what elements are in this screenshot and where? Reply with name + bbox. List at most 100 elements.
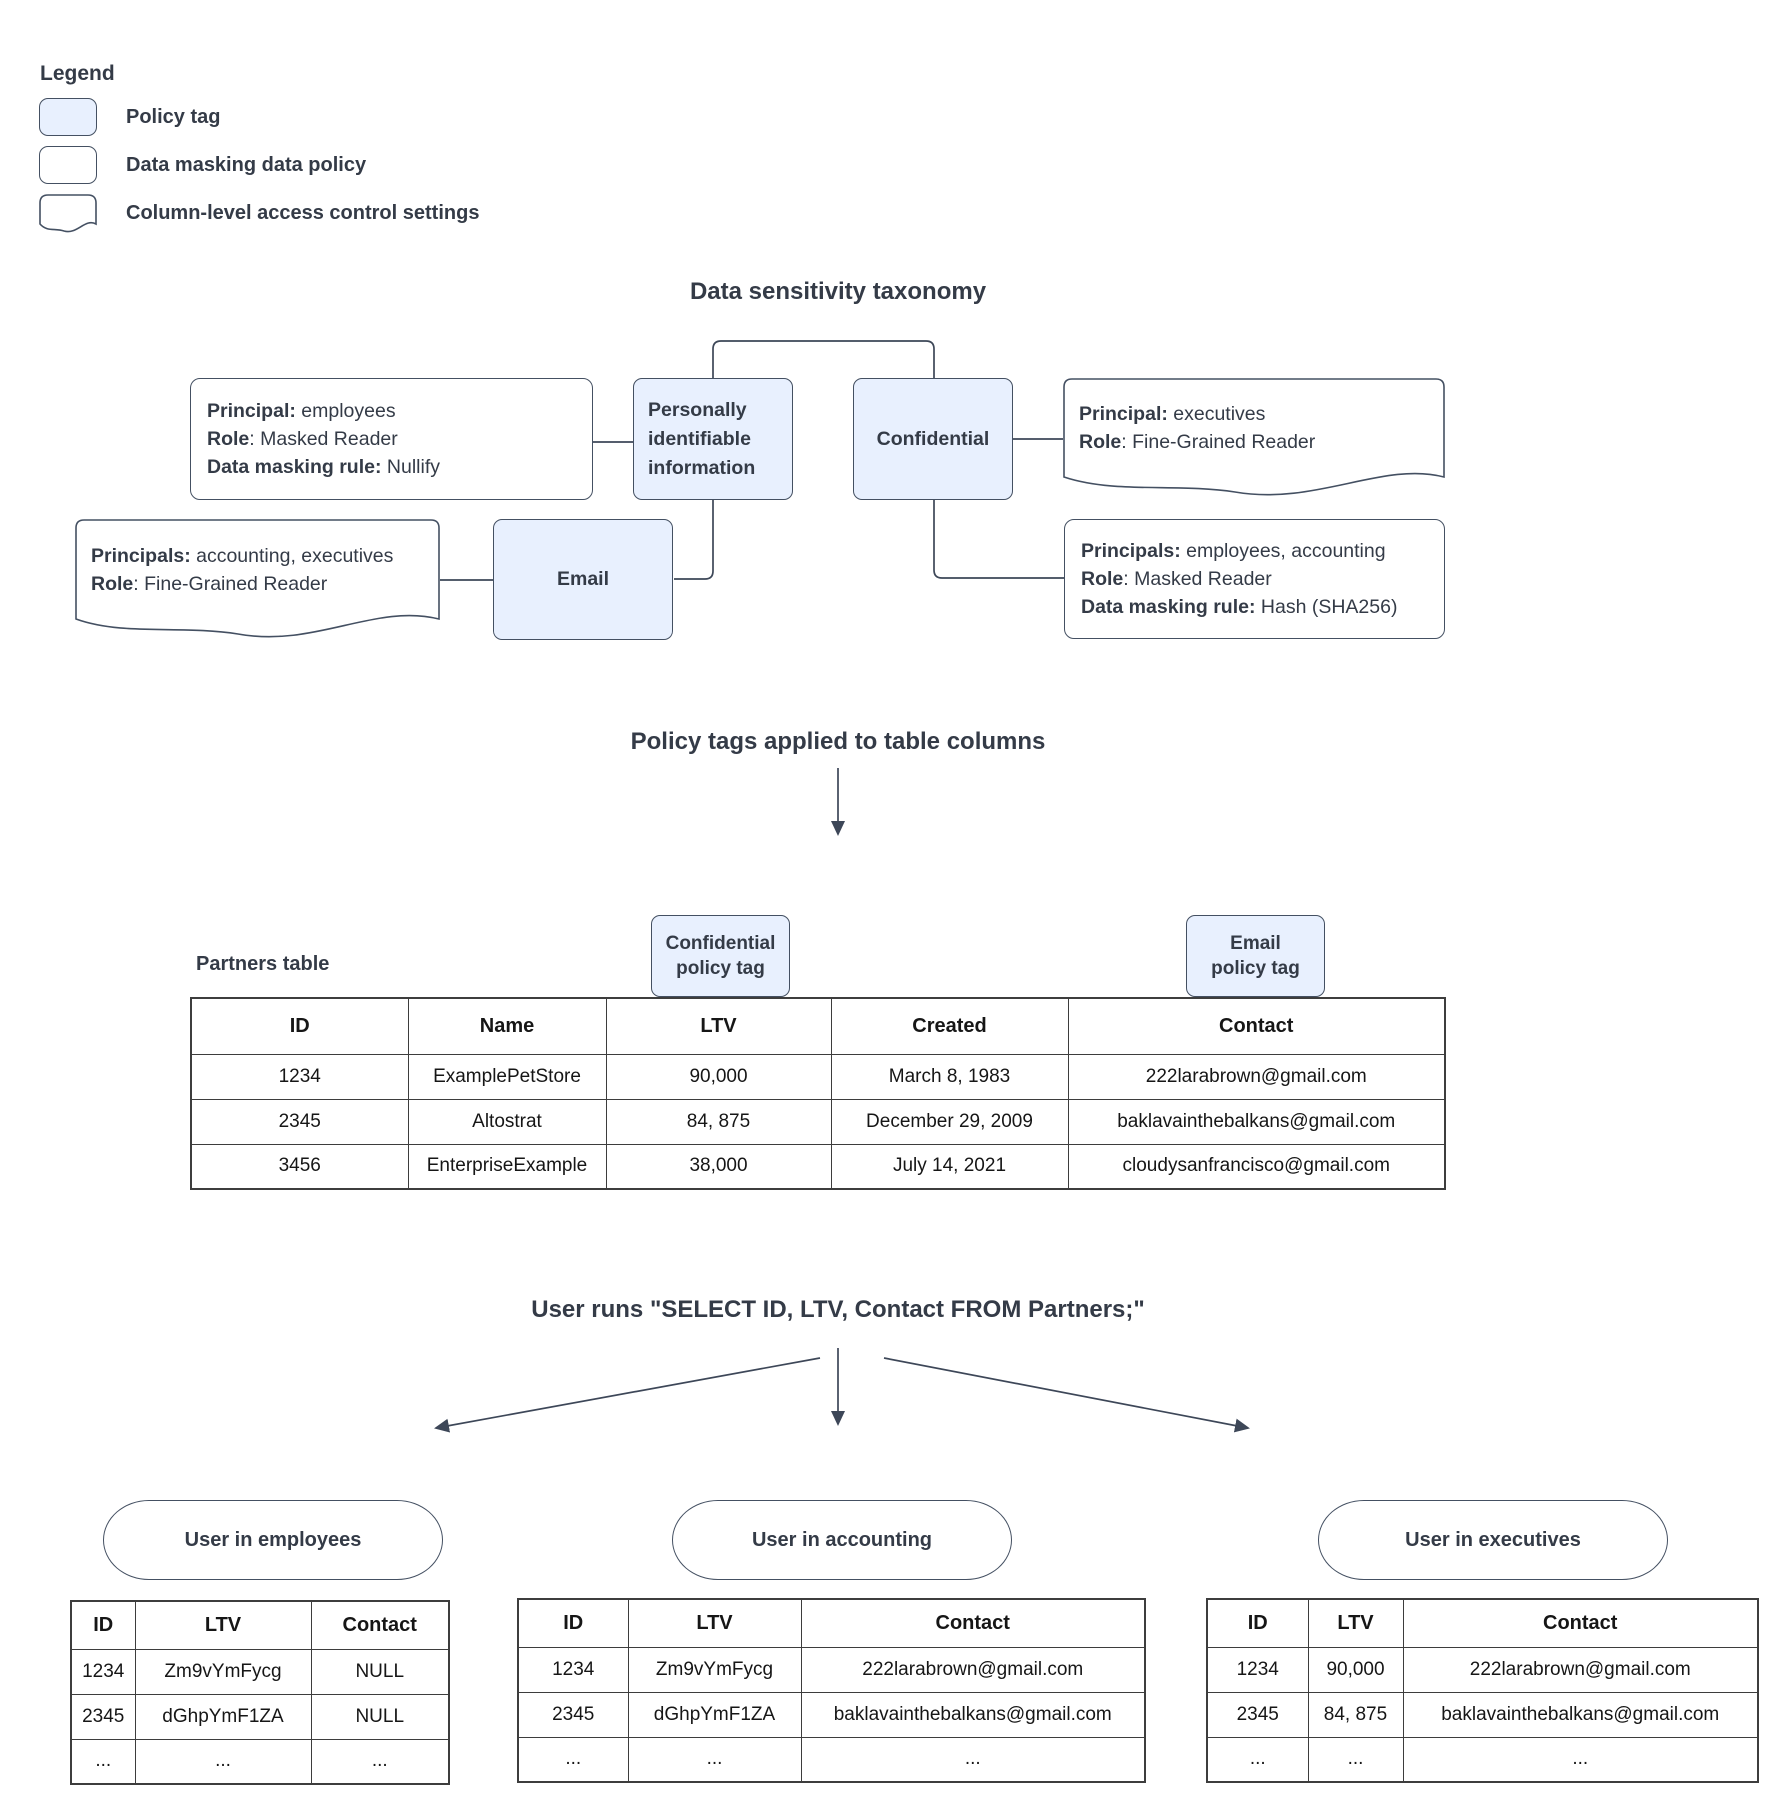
column-header: LTV <box>627 1598 802 1648</box>
table-cell: 2345 <box>70 1693 136 1740</box>
tag-line: policy tag <box>676 958 765 979</box>
policy-line: Data masking rule: Hash (SHA256) <box>1081 596 1398 618</box>
column-header: ID <box>190 997 409 1055</box>
policy-tag-email: Email <box>493 519 673 640</box>
table-row: ......... <box>1206 1736 1759 1783</box>
column-header: ID <box>70 1600 136 1650</box>
legend-item-access-control: Column-level access control settings <box>126 202 480 224</box>
table-cell: baklavainthebalkans@gmail.com <box>1067 1098 1446 1145</box>
table-cell: 222larabrown@gmail.com <box>800 1646 1146 1693</box>
query-title: User runs "SELECT ID, LTV, Contact FROM … <box>531 1296 1145 1323</box>
policy-line: Role: Fine-Grained Reader <box>1079 431 1316 453</box>
table-cell: dGhpYmF1ZA <box>627 1691 802 1738</box>
column-header: LTV <box>1307 1598 1404 1648</box>
partners-table-label: Partners table <box>196 953 330 975</box>
table-cell: Zm9vYmFycg <box>134 1648 312 1695</box>
user-group-employees: User in employees <box>103 1500 443 1580</box>
applied-title: Policy tags applied to table columns <box>630 728 1046 755</box>
table-cell: NULL <box>310 1693 450 1740</box>
table-cell: 84, 875 <box>1307 1691 1404 1738</box>
table-cell: ... <box>1307 1736 1404 1783</box>
policy-line: Principals: employees, accounting <box>1081 540 1386 562</box>
table-cell: ... <box>1402 1736 1759 1783</box>
data-masking-policy-swatch <box>39 146 97 184</box>
user-group-label: User in employees <box>184 1528 362 1551</box>
policy-line: Principal: executives <box>1079 403 1266 425</box>
legend-title: Legend <box>40 62 115 85</box>
legend-item-policy-tag: Policy tag <box>126 106 221 128</box>
table-cell: 2345 <box>190 1098 409 1145</box>
email-policy-tag-callout: Email policy tag <box>1186 915 1325 997</box>
access-control-accounting-executives: Principals: accounting, executives Role:… <box>75 519 440 645</box>
table-cell: dGhpYmF1ZA <box>134 1693 312 1740</box>
table-cell: 3456 <box>190 1143 409 1190</box>
policy-line: Role: Fine-Grained Reader <box>91 572 328 595</box>
policy-tag-label: Confidential <box>876 427 990 450</box>
table-cell: ... <box>627 1736 802 1783</box>
table-cell: ExamplePetStore <box>407 1053 607 1100</box>
table-cell: July 14, 2021 <box>830 1143 1069 1190</box>
tag-line: Email <box>1230 933 1281 954</box>
table-cell: 38,000 <box>605 1143 832 1190</box>
column-header: Contact <box>1067 997 1446 1055</box>
column-header: ID <box>517 1598 629 1648</box>
table-cell: baklavainthebalkans@gmail.com <box>800 1691 1146 1738</box>
table-cell: 222larabrown@gmail.com <box>1402 1646 1759 1693</box>
table-cell: 90,000 <box>1307 1646 1404 1693</box>
policy-line: Principals: accounting, executives <box>91 544 394 567</box>
table-cell: 1234 <box>70 1648 136 1695</box>
policy-line: Data masking rule: Nullify <box>207 456 440 478</box>
table-cell: 1234 <box>190 1053 409 1100</box>
table-row: ......... <box>517 1736 1146 1783</box>
policy-line: Role: Masked Reader <box>207 428 398 450</box>
taxonomy-title: Data sensitivity taxonomy <box>689 278 987 305</box>
policy-tag-swatch <box>39 98 97 136</box>
tag-line: policy tag <box>1211 958 1300 979</box>
access-control-executives: Principal: executives Role: Fine-Grained… <box>1063 378 1445 504</box>
table-cell: Zm9vYmFycg <box>627 1646 802 1693</box>
column-header: Created <box>830 997 1069 1055</box>
table-cell: cloudysanfrancisco@gmail.com <box>1067 1143 1446 1190</box>
column-header: LTV <box>605 997 832 1055</box>
table-cell: ... <box>517 1736 629 1783</box>
table-cell: ... <box>800 1736 1146 1783</box>
column-header: Contact <box>1402 1598 1759 1648</box>
table-cell: EnterpriseExample <box>407 1143 607 1190</box>
policy-tag-label: Email <box>556 568 610 590</box>
table-cell: ... <box>134 1738 312 1785</box>
table-cell: 1234 <box>517 1646 629 1693</box>
tag-line: Confidential <box>665 933 776 954</box>
table-cell: March 8, 1983 <box>830 1053 1069 1100</box>
policy-line: Principal: employees <box>207 400 396 422</box>
access-control-swatch <box>39 194 97 238</box>
confidential-policy-tag-callout: Confidential policy tag <box>651 915 790 997</box>
column-header: Contact <box>310 1600 450 1650</box>
data-policy-nullify: Principal: employees Role: Masked Reader… <box>190 378 593 500</box>
table-row: ......... <box>70 1738 450 1785</box>
table-cell: baklavainthebalkans@gmail.com <box>1402 1691 1759 1738</box>
user-group-executives: User in executives <box>1318 1500 1668 1580</box>
table-cell: 2345 <box>1206 1691 1309 1738</box>
policy-tag-confidential: Confidential <box>853 378 1013 500</box>
column-header: Name <box>407 997 607 1055</box>
legend-item-data-masking-policy: Data masking data policy <box>126 154 367 176</box>
table-cell: December 29, 2009 <box>830 1098 1069 1145</box>
table-cell: ... <box>70 1738 136 1785</box>
table-cell: 1234 <box>1206 1646 1309 1693</box>
policy-line: Role: Masked Reader <box>1081 568 1272 590</box>
user-group-accounting: User in accounting <box>672 1500 1012 1580</box>
